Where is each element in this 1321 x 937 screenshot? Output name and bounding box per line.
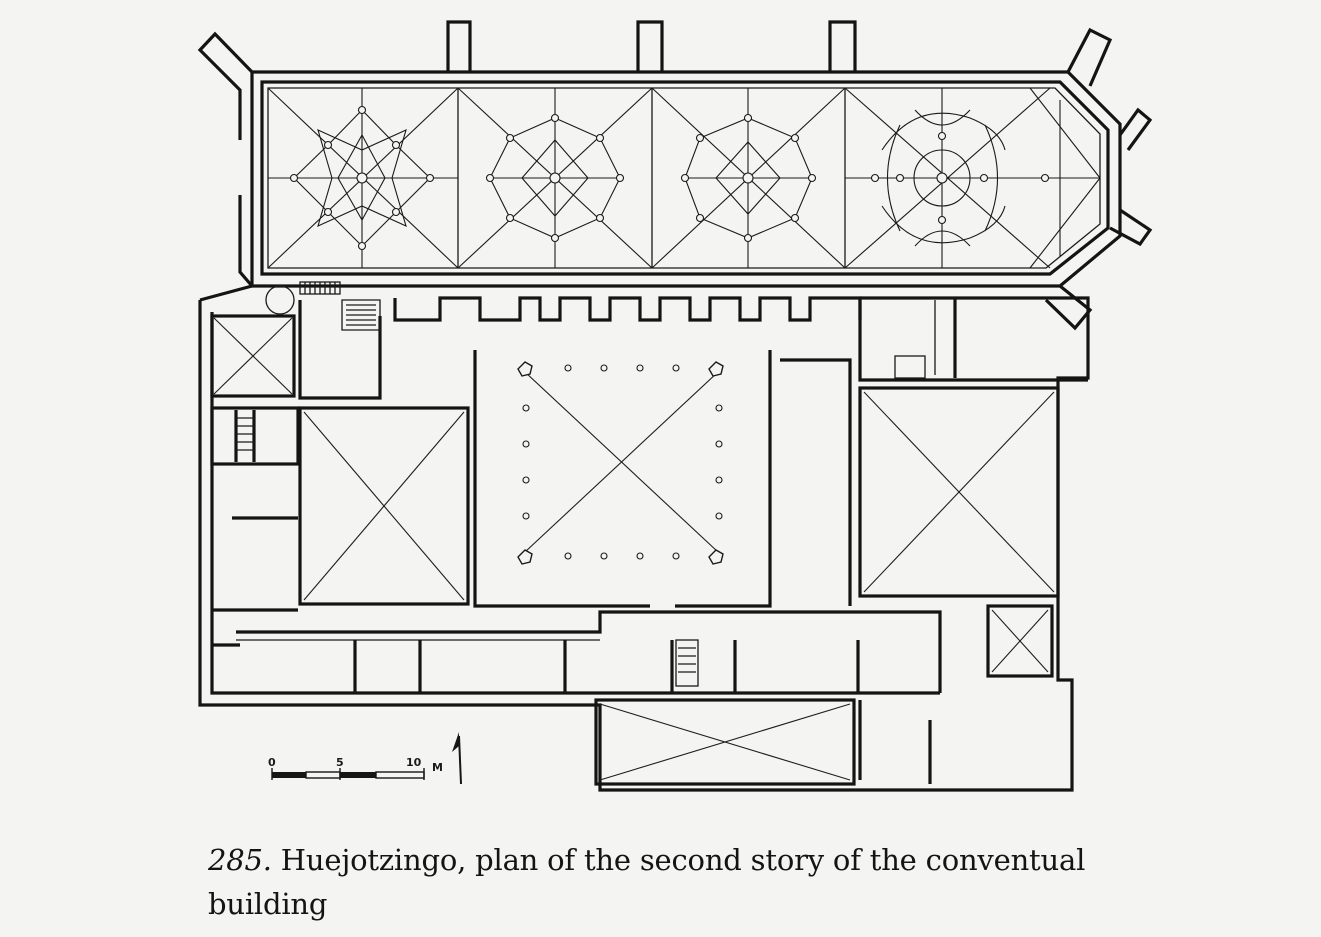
north-arrow-icon	[452, 732, 462, 785]
caption-text: Huejotzingo, plan of the second story of…	[208, 843, 1086, 921]
vault-bosses	[289, 105, 1050, 251]
scale-label-0: 0	[268, 756, 276, 769]
scale-unit: M	[432, 761, 443, 774]
stairs	[265, 281, 699, 687]
scale-label-5: 5	[336, 756, 344, 769]
cloister-piers	[517, 361, 724, 565]
figure-number: 285.	[208, 843, 272, 877]
vaulted-wing	[197, 20, 1153, 331]
conventual-block	[198, 284, 1090, 792]
figure-caption: 285. Huejotzingo, plan of the second sto…	[208, 838, 1188, 926]
scale-label-10: 10	[406, 756, 422, 769]
scale-bar: 0 5 10 M	[268, 756, 443, 780]
